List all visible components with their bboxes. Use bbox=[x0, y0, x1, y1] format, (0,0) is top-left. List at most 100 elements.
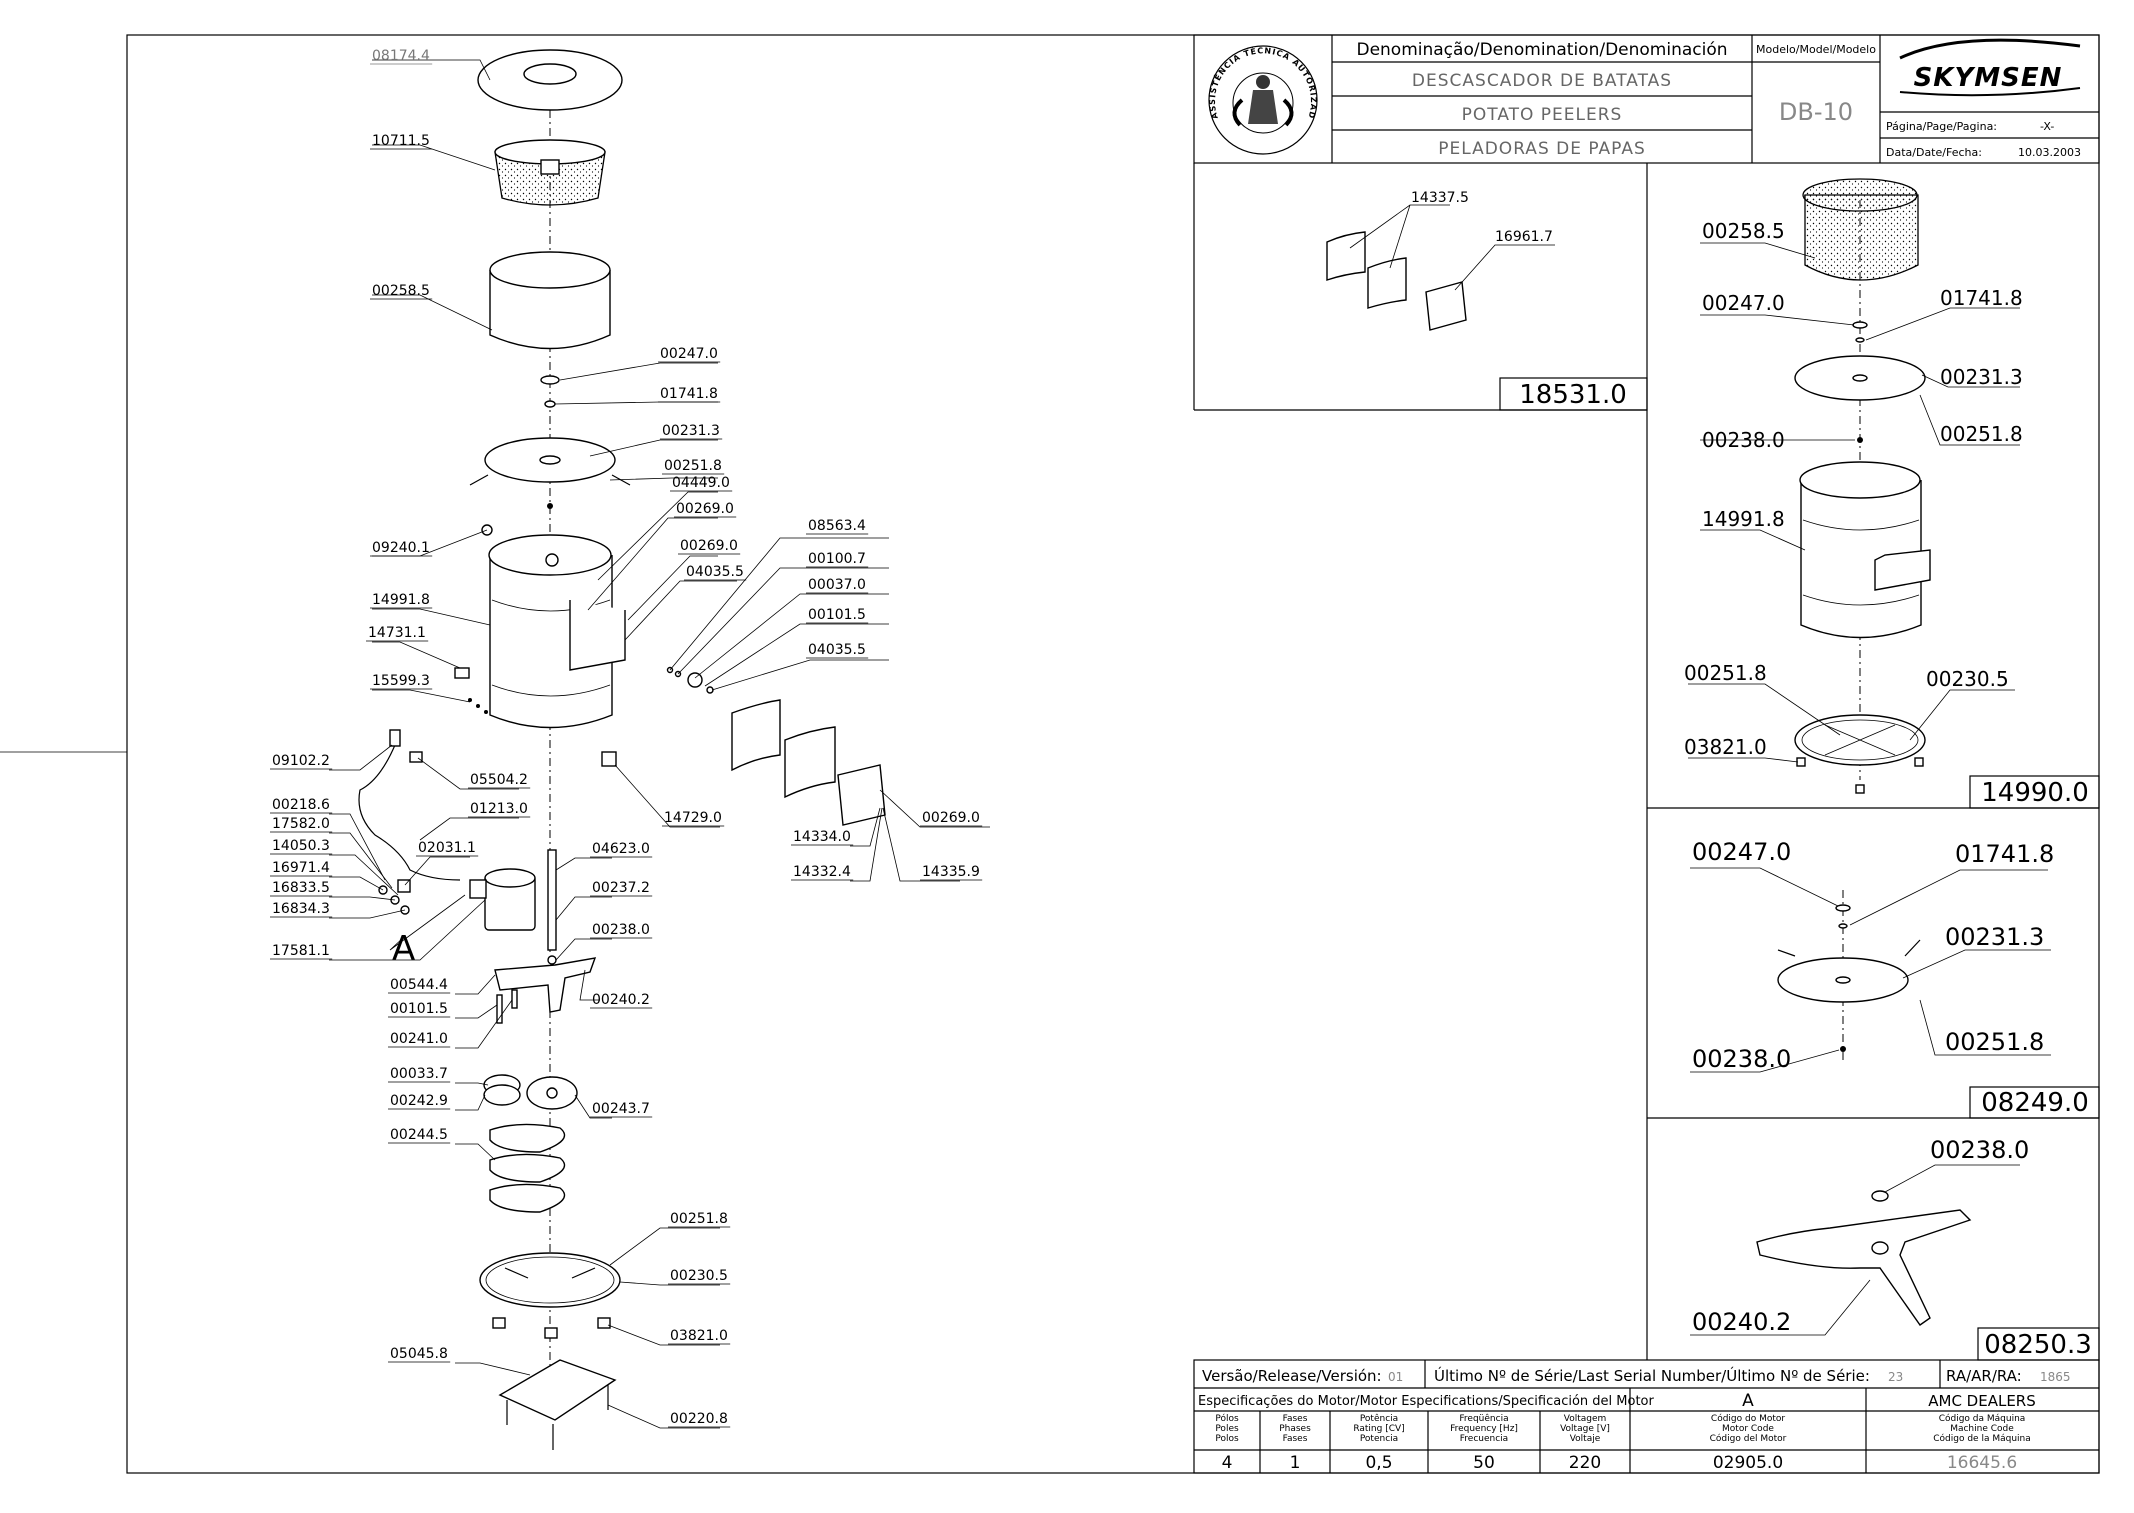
shaft-part bbox=[547, 849, 557, 951]
spec-header-2-2: Potencia bbox=[1360, 1434, 1398, 1444]
spec-header-3-0: Freqüência bbox=[1459, 1413, 1508, 1424]
spec-header-5-0: Código do Motor bbox=[1711, 1413, 1785, 1424]
part-label-03821-0: 03821.0 bbox=[670, 1328, 728, 1344]
date-value: 10.03.2003 bbox=[2018, 146, 2081, 159]
motor-spec-label: Especificações do Motor/Motor Especifica… bbox=[1198, 1394, 1654, 1409]
ra-value: 1865 bbox=[2040, 1370, 2071, 1384]
main-exploded-view bbox=[358, 49, 886, 1450]
part-label-00544-4: 00544.4 bbox=[390, 977, 448, 993]
serial-label: Último Nº de Série/Last Serial Number/Úl… bbox=[1434, 1366, 1870, 1385]
spec-value-0: 4 bbox=[1222, 1453, 1233, 1473]
part-label-00242-9: 00242.9 bbox=[390, 1093, 448, 1109]
part-label-17582-0: 17582.0 bbox=[272, 816, 330, 832]
panel-08249: 00247.0 01741.8 00231.3 00238.0 00251.8 0824… bbox=[1690, 838, 2089, 1118]
spec-header-0-2: Polos bbox=[1215, 1434, 1239, 1444]
part-label-00037-0: 00037.0 bbox=[808, 577, 866, 593]
page-value: -X- bbox=[2040, 120, 2054, 133]
part-label-09102-2: 09102.2 bbox=[272, 753, 330, 769]
main-part-labels: 08174.410711.500258.500247.001741.800231… bbox=[270, 48, 983, 1428]
part-label-14991-8: 14991.8 bbox=[372, 592, 430, 608]
bottom-plate-part bbox=[498, 1359, 617, 1421]
cylinder-body-part bbox=[489, 555, 613, 729]
spec-header-1-0: Fases bbox=[1283, 1414, 1308, 1424]
part-label-16971-4: 16971.4 bbox=[272, 860, 330, 876]
part-label-05504-2: 05504.2 bbox=[470, 772, 528, 788]
sub14990-label-3: 00231.3 bbox=[1940, 365, 2023, 389]
spec-value-3: 50 bbox=[1473, 1453, 1495, 1473]
spec-header-5-2: Código del Motor bbox=[1710, 1433, 1787, 1444]
name-es: PELADORAS DE PAPAS bbox=[1438, 139, 1646, 159]
part-label-14332-4: 14332.4 bbox=[793, 864, 851, 880]
version-label: Versão/Release/Versión: bbox=[1202, 1367, 1382, 1385]
part-label-00033-7: 00033.7 bbox=[390, 1066, 448, 1082]
part-label-04449-0: 04449.0 bbox=[672, 475, 730, 491]
spec-header-2-1: Rating [CV] bbox=[1353, 1424, 1404, 1434]
sub14990-label-2: 01741.8 bbox=[1940, 286, 2023, 310]
gasket-part bbox=[731, 699, 781, 772]
abrasive-ring-part bbox=[494, 151, 606, 206]
spec-header-3-1: Frequency [Hz] bbox=[1450, 1424, 1518, 1434]
spec-header-4-1: Voltage [V] bbox=[1560, 1424, 1610, 1434]
part-label-14335-9: 14335.9 bbox=[922, 864, 980, 880]
spec-header-6-0: Código da Máquina bbox=[1939, 1413, 2026, 1424]
spec-header-6-1: Machine Code bbox=[1950, 1424, 2014, 1434]
sub08249-label-3: 00238.0 bbox=[1692, 1045, 1791, 1073]
part-label-00251-8: 00251.8 bbox=[670, 1211, 728, 1227]
sub14990-label-5: 00251.8 bbox=[1940, 422, 2023, 446]
version-value: 01 bbox=[1388, 1370, 1403, 1384]
code-14990: 14990.0 bbox=[1981, 778, 2089, 808]
part-label-14731-1: 14731.1 bbox=[368, 625, 426, 641]
part-label-00258-5: 00258.5 bbox=[372, 283, 430, 299]
authorized-service-seal: ASSISTÊNCIA TÉCNICA AUTORIZADA bbox=[0, 0, 1318, 155]
part-label-04035-5: 04035.5 bbox=[686, 564, 744, 580]
part-label-01741-8: 01741.8 bbox=[660, 386, 718, 402]
svg-text:ASSISTÊNCIA TÉCNICA AUTORIZADA: ASSISTÊNCIA TÉCNICA AUTORIZADA bbox=[0, 0, 1318, 120]
spec-value-1: 1 bbox=[1290, 1453, 1301, 1473]
spec-value-6: 16645.6 bbox=[1947, 1453, 2017, 1473]
spec-header-5-1: Motor Code bbox=[1722, 1424, 1774, 1434]
panel-18531: 14337.5 16961.7 18531.0 bbox=[1326, 190, 1627, 410]
spec-header-4-0: Voltagem bbox=[1564, 1414, 1607, 1424]
sub14990-label-6: 14991.8 bbox=[1702, 507, 1785, 531]
part-label-00238-0: 00238.0 bbox=[592, 922, 650, 938]
ra-label: RA/AR/RA: bbox=[1946, 1367, 2022, 1385]
spec-header-4-2: Voltaje bbox=[1570, 1434, 1601, 1444]
sub08249-label-4: 00251.8 bbox=[1945, 1028, 2044, 1056]
sub08249-label-2: 00231.3 bbox=[1945, 923, 2044, 951]
part-label-00101-5: 00101.5 bbox=[390, 1001, 448, 1017]
sub08250-label-0: 00238.0 bbox=[1930, 1136, 2029, 1164]
dealer-name: AMC DEALERS bbox=[1928, 1392, 2036, 1410]
sub14990-label-1: 00247.0 bbox=[1702, 291, 1785, 315]
model-value: DB-10 bbox=[1779, 98, 1853, 126]
sub-assembly-frames bbox=[1193, 163, 2100, 1361]
part-label-00243-7: 00243.7 bbox=[592, 1101, 650, 1117]
sub08249-label-1: 01741.8 bbox=[1955, 840, 2054, 868]
name-pt: DESCASCADOR DE BATATAS bbox=[1412, 71, 1672, 91]
spec-table: Versão/Release/Versión: 01 Último Nº de … bbox=[1193, 1359, 2100, 1474]
part-label-14050-3: 14050.3 bbox=[272, 838, 330, 854]
serial-value: 23 bbox=[1888, 1370, 1903, 1384]
part-label-00251-8: 00251.8 bbox=[664, 458, 722, 474]
part-label-14334-0: 14334.0 bbox=[793, 829, 851, 845]
code-08250: 08250.3 bbox=[1984, 1330, 2092, 1360]
part-label-09240-1: 09240.1 bbox=[372, 540, 430, 556]
drawing-frame bbox=[126, 34, 2100, 1474]
spec-header-6-2: Código de la Máquina bbox=[1933, 1433, 2031, 1444]
spec-value-2: 0,5 bbox=[1365, 1453, 1392, 1473]
date-label: Data/Date/Fecha: bbox=[1886, 146, 1982, 159]
part-label-00269-0: 00269.0 bbox=[680, 538, 738, 554]
brand-logo: SKYMSEN bbox=[1899, 38, 2081, 97]
part-label-04035-5: 04035.5 bbox=[808, 642, 866, 658]
code-08249: 08249.0 bbox=[1981, 1088, 2089, 1118]
name-en: POTATO PEELERS bbox=[1462, 105, 1623, 125]
part-label-00237-2: 00237.2 bbox=[592, 880, 650, 896]
part-label-17581-1: 17581.1 bbox=[272, 943, 330, 959]
sub08249-label-0: 00247.0 bbox=[1692, 838, 1791, 866]
label-16961-7: 16961.7 bbox=[1495, 229, 1553, 245]
part-label-00101-5: 00101.5 bbox=[808, 607, 866, 623]
sub14990-label-7: 00251.8 bbox=[1684, 661, 1767, 685]
